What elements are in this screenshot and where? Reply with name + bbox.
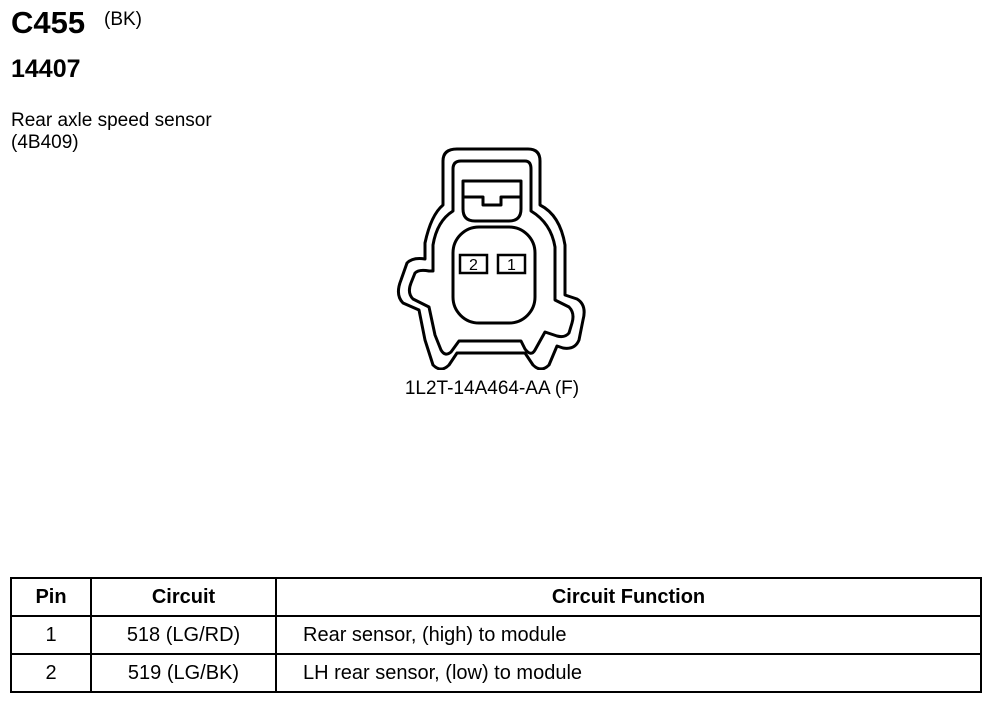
component-description: Rear axle speed sensor (4B409)	[11, 110, 212, 154]
connector-code: 1L2T-14A464-AA (F)	[404, 378, 580, 399]
pin-label-2: 2	[469, 257, 478, 274]
cell-circuit-function: LH rear sensor, (low) to module	[275, 653, 982, 693]
header-circuit-function: Circuit Function	[275, 577, 982, 617]
table-header-row: Pin Circuit Circuit Function	[10, 577, 982, 617]
cell-circuit: 519 (LG/BK)	[90, 653, 277, 693]
cell-pin: 1	[10, 615, 92, 655]
connector-color: (BK)	[104, 9, 142, 30]
cell-circuit: 518 (LG/RD)	[90, 615, 277, 655]
cell-circuit-function: Rear sensor, (high) to module	[275, 615, 982, 655]
part-number: 14407	[11, 55, 81, 83]
cell-pin: 2	[10, 653, 92, 693]
latch-notch	[463, 195, 521, 207]
pin-label-1: 1	[507, 257, 516, 274]
connector-id: C455	[11, 5, 86, 40]
pin-box-2	[458, 253, 489, 275]
table-row: 1 518 (LG/RD) Rear sensor, (high) to mod…	[10, 615, 982, 655]
pin-table: Pin Circuit Circuit Function 1 518 (LG/R…	[10, 577, 982, 693]
table-row: 2 519 (LG/BK) LH rear sensor, (low) to m…	[10, 653, 982, 693]
description-line-1: Rear axle speed sensor	[11, 110, 212, 131]
header-circuit: Circuit	[90, 577, 277, 617]
connector-inner-housing	[407, 159, 575, 356]
connector-latch	[461, 179, 523, 223]
pin-box-1	[496, 253, 527, 275]
pin-cavity	[451, 225, 537, 325]
header-pin: Pin	[10, 577, 92, 617]
connector-face-diagram: 2 1	[396, 147, 586, 370]
description-line-2: (4B409)	[11, 132, 79, 153]
